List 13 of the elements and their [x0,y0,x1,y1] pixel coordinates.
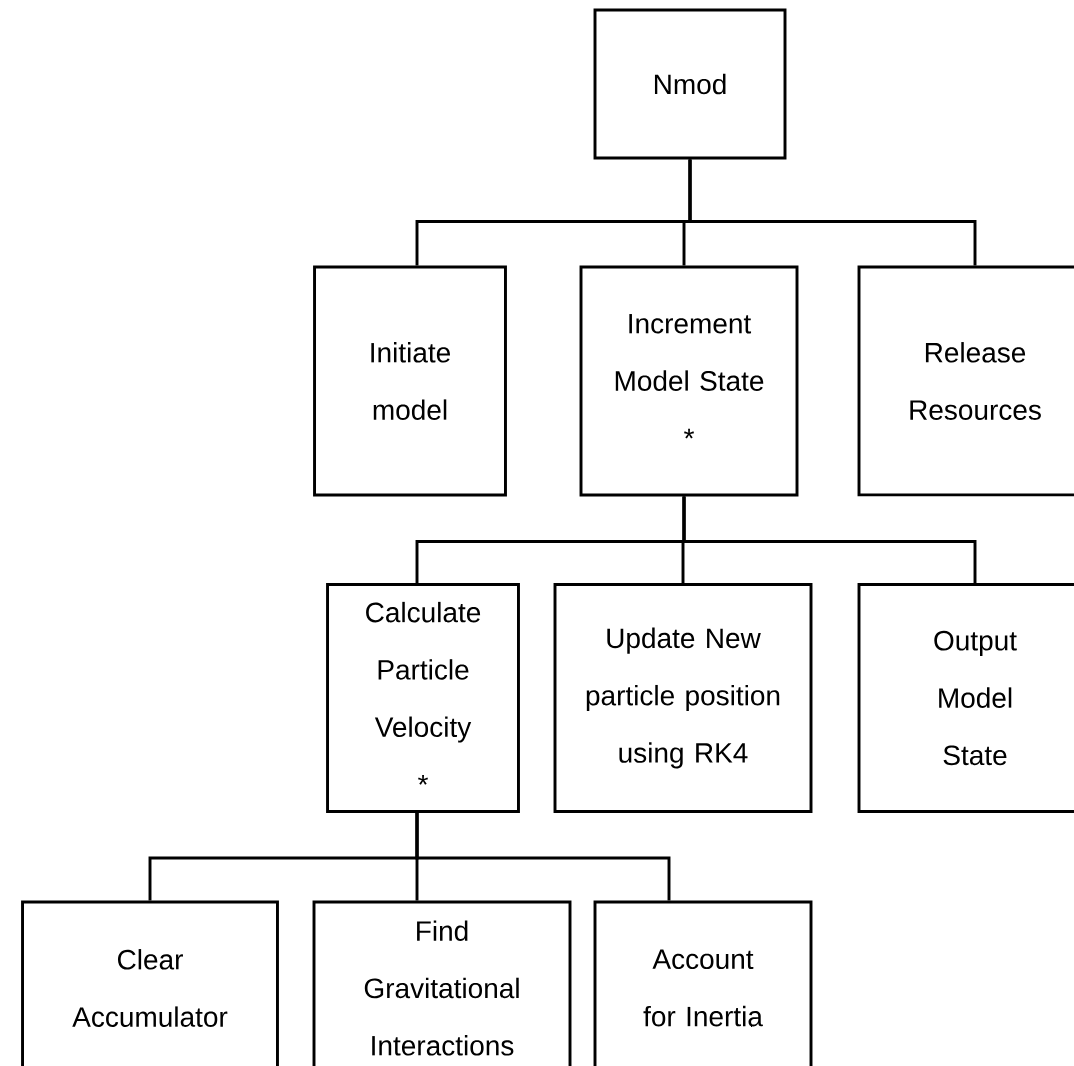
process-box: Output Model State [857,583,1074,813]
connector-line [688,159,977,266]
process-box: Nmod [593,8,787,160]
connector-line [682,496,977,584]
process-box: Increment Model State * [579,265,799,497]
process-box: Release Resources [857,265,1074,497]
process-box: Find Gravitational Interactions [312,900,572,1066]
connector-line [415,812,671,901]
process-box: Clear Accumulator [21,900,279,1066]
process-box: Update New particle position using RK4 [553,583,813,813]
process-box: Calculate Particle Velocity * [326,583,520,813]
process-box: Initiate model [313,265,507,497]
process-box: Account for Inertia [593,900,813,1066]
